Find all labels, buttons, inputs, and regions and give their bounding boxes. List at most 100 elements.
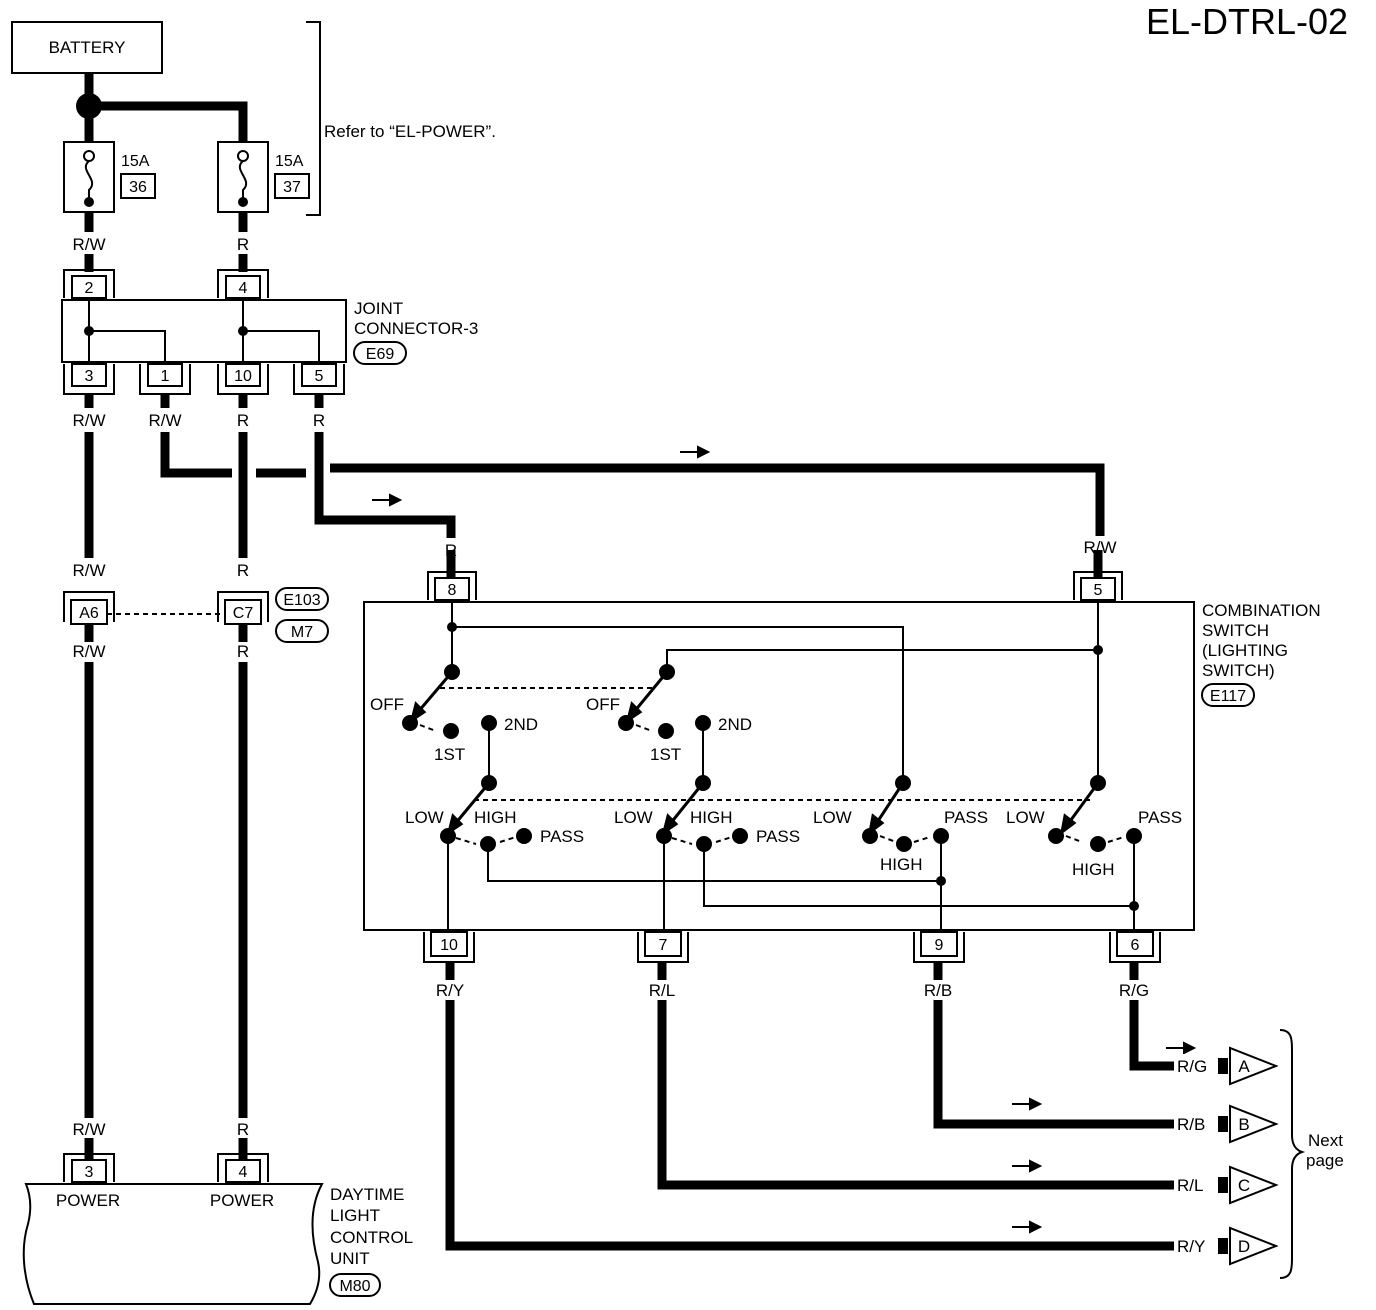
next-page-connectors: R/G R/B R/L R/Y A B C D Next page: [1174, 1029, 1344, 1279]
connector-id: E117: [1210, 688, 1246, 705]
fuse-rating: 15A: [121, 153, 150, 170]
combination-switch-name: (LIGHTING: [1202, 641, 1288, 660]
wire-color-label: R: [237, 235, 249, 254]
wire-color-label: R/W: [1083, 538, 1116, 557]
pin-number: 9: [935, 937, 944, 954]
pin-number: 3: [85, 1164, 94, 1181]
switch-position-label: HIGH: [474, 808, 517, 827]
next-page-connector-label: C: [1238, 1176, 1250, 1195]
joint-connector-name: CONNECTOR-3: [354, 319, 478, 338]
wire-color-label: R/B: [924, 981, 952, 1000]
joint-connector-3: 2 4 3 1 10 5 JOINT CONNECTOR-3 E69: [61, 269, 478, 395]
wire-color-label: R/G: [1119, 981, 1149, 1000]
control-unit-name: DAYTIME: [330, 1185, 404, 1204]
wire-color-label: R/B: [1177, 1115, 1205, 1134]
wire-color-label: R/W: [72, 411, 105, 430]
switch-position-label: LOW: [813, 808, 852, 827]
battery-splice-dot: [76, 93, 102, 119]
joint-connector-name: JOINT: [354, 299, 403, 318]
switch-position-label: 2ND: [504, 715, 538, 734]
connector-id: E69: [366, 346, 395, 363]
combination-switch: 8 5 10 7 9 6: [363, 550, 1321, 980]
fuse-37: 15A 37: [217, 141, 310, 213]
control-unit-name: LIGHT: [330, 1206, 380, 1225]
pin-number: 8: [448, 582, 457, 599]
switch-position-label: PASS: [756, 827, 800, 846]
next-page-connector-label: D: [1238, 1237, 1250, 1256]
wire-color-label: R: [313, 411, 325, 430]
wire-color-label: R: [237, 561, 249, 580]
pin-number: 10: [440, 937, 458, 954]
switch-position-label: LOW: [614, 808, 653, 827]
next-page-brace: [1279, 1029, 1306, 1279]
harness-wires: [84, 394, 1174, 1251]
daytime-light-control-unit: 3 4 POWER POWER DAYTIME LIGHT CONTROL UN…: [22, 1138, 413, 1305]
wire-color-label: R/W: [148, 411, 181, 430]
pin-number: 5: [315, 368, 324, 385]
wire-color-label: R/W: [72, 1120, 105, 1139]
pin-number: 6: [1131, 937, 1140, 954]
battery-block: BATTERY: [11, 21, 163, 74]
wire-color-label: R/L: [1177, 1176, 1203, 1195]
switch-position-label: PASS: [1138, 808, 1182, 827]
pin-number: 4: [239, 280, 248, 297]
next-page-label: page: [1306, 1151, 1344, 1170]
pin-function-label: POWER: [210, 1191, 274, 1210]
pin-number: C7: [233, 605, 254, 622]
wire-color-label: R: [237, 411, 249, 430]
switch-position-label: 2ND: [718, 715, 752, 734]
pin-function-label: POWER: [56, 1191, 120, 1210]
pin-number: 4: [239, 1164, 248, 1181]
switch-contacts: [402, 664, 1142, 852]
next-page-connector-label: B: [1238, 1115, 1249, 1134]
connector-id: M80: [339, 1278, 370, 1295]
fuse-36: 15A 36: [63, 141, 156, 213]
switch-position-label: 1ST: [650, 745, 681, 764]
wire-color-label: R/W: [72, 561, 105, 580]
combination-switch-name: SWITCH): [1202, 661, 1275, 680]
wire-color-label: R/G: [1177, 1057, 1207, 1076]
pin-number: 3: [85, 368, 94, 385]
inline-connector: A6 C7 E103 M7: [63, 587, 329, 643]
control-unit-name: UNIT: [330, 1249, 370, 1268]
fuse-number: 37: [283, 179, 301, 196]
switch-position-label: PASS: [540, 827, 584, 846]
pin-number: A6: [79, 605, 99, 622]
wire-color-label: R/W: [72, 235, 105, 254]
fuse-rating: 15A: [275, 153, 304, 170]
page-code: EL-DTRL-02: [1146, 1, 1348, 42]
battery-label: BATTERY: [49, 38, 126, 57]
fuse-number: 36: [129, 179, 147, 196]
pin-number: 7: [659, 937, 668, 954]
combination-switch-name: COMBINATION: [1202, 601, 1321, 620]
switch-position-label: OFF: [586, 695, 620, 714]
pin-number: 10: [234, 368, 252, 385]
next-page-connector-label: A: [1238, 1057, 1250, 1076]
switch-position-label: PASS: [944, 808, 988, 827]
refer-note: Refer to “EL-POWER”.: [324, 122, 496, 141]
switch-position-label: 1ST: [434, 745, 465, 764]
control-unit-name: CONTROL: [330, 1228, 413, 1247]
connector-id: E103: [283, 592, 320, 609]
wire-color-label: R: [237, 1120, 249, 1139]
switch-position-label: OFF: [370, 695, 404, 714]
switch-position-label: LOW: [405, 808, 444, 827]
pin-number: 5: [1094, 582, 1103, 599]
switch-position-label: LOW: [1006, 808, 1045, 827]
wire-color-label: R: [237, 642, 249, 661]
refer-bracket: [306, 21, 321, 216]
wire-color-label: R/W: [72, 642, 105, 661]
wire-color-label: R/L: [649, 981, 675, 1000]
pin-number: 1: [161, 368, 170, 385]
wire-color-label: R/Y: [1177, 1237, 1205, 1256]
current-arrow-icon: [372, 445, 1197, 1234]
switch-position-label: HIGH: [690, 808, 733, 827]
connector-id: M7: [291, 624, 313, 641]
next-page-label: Next: [1308, 1131, 1343, 1150]
switch-position-label: HIGH: [880, 855, 923, 874]
pin-number: 2: [85, 280, 94, 297]
wire-color-label: R/Y: [436, 981, 464, 1000]
switch-position-label: HIGH: [1072, 860, 1115, 879]
combination-switch-name: SWITCH: [1202, 621, 1269, 640]
